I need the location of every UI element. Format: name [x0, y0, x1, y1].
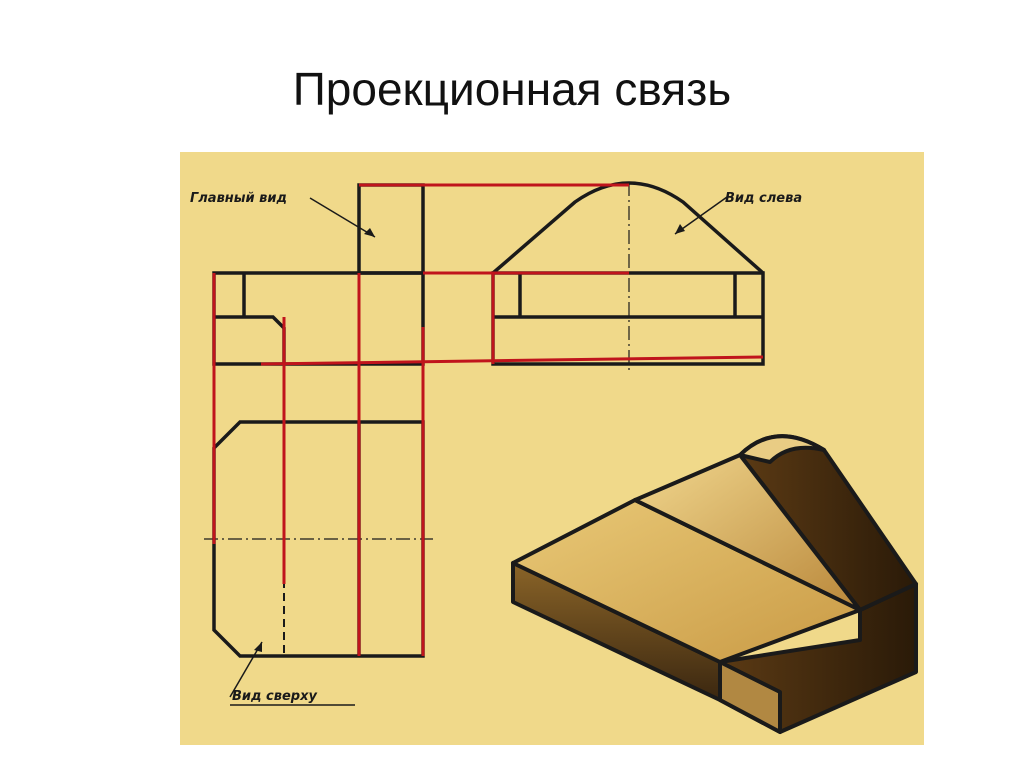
leader-front-view — [309, 197, 376, 238]
slide-title: Проекционная связь — [292, 63, 732, 115]
label-left-view: Вид слева — [725, 191, 802, 206]
leader-left-view — [674, 196, 728, 235]
projection-figure: Главный вид Вид слева Вид сверху — [180, 152, 924, 745]
label-front-view: Главный вид — [190, 191, 287, 206]
leader-top-view — [229, 641, 263, 698]
label-top-view: Вид сверху — [232, 689, 317, 704]
isometric-part — [511, 434, 918, 734]
arrow-left-view — [675, 224, 685, 234]
arrow-front-view — [364, 228, 375, 237]
projection-lines — [212, 183, 764, 656]
arrow-top-view — [254, 642, 262, 652]
